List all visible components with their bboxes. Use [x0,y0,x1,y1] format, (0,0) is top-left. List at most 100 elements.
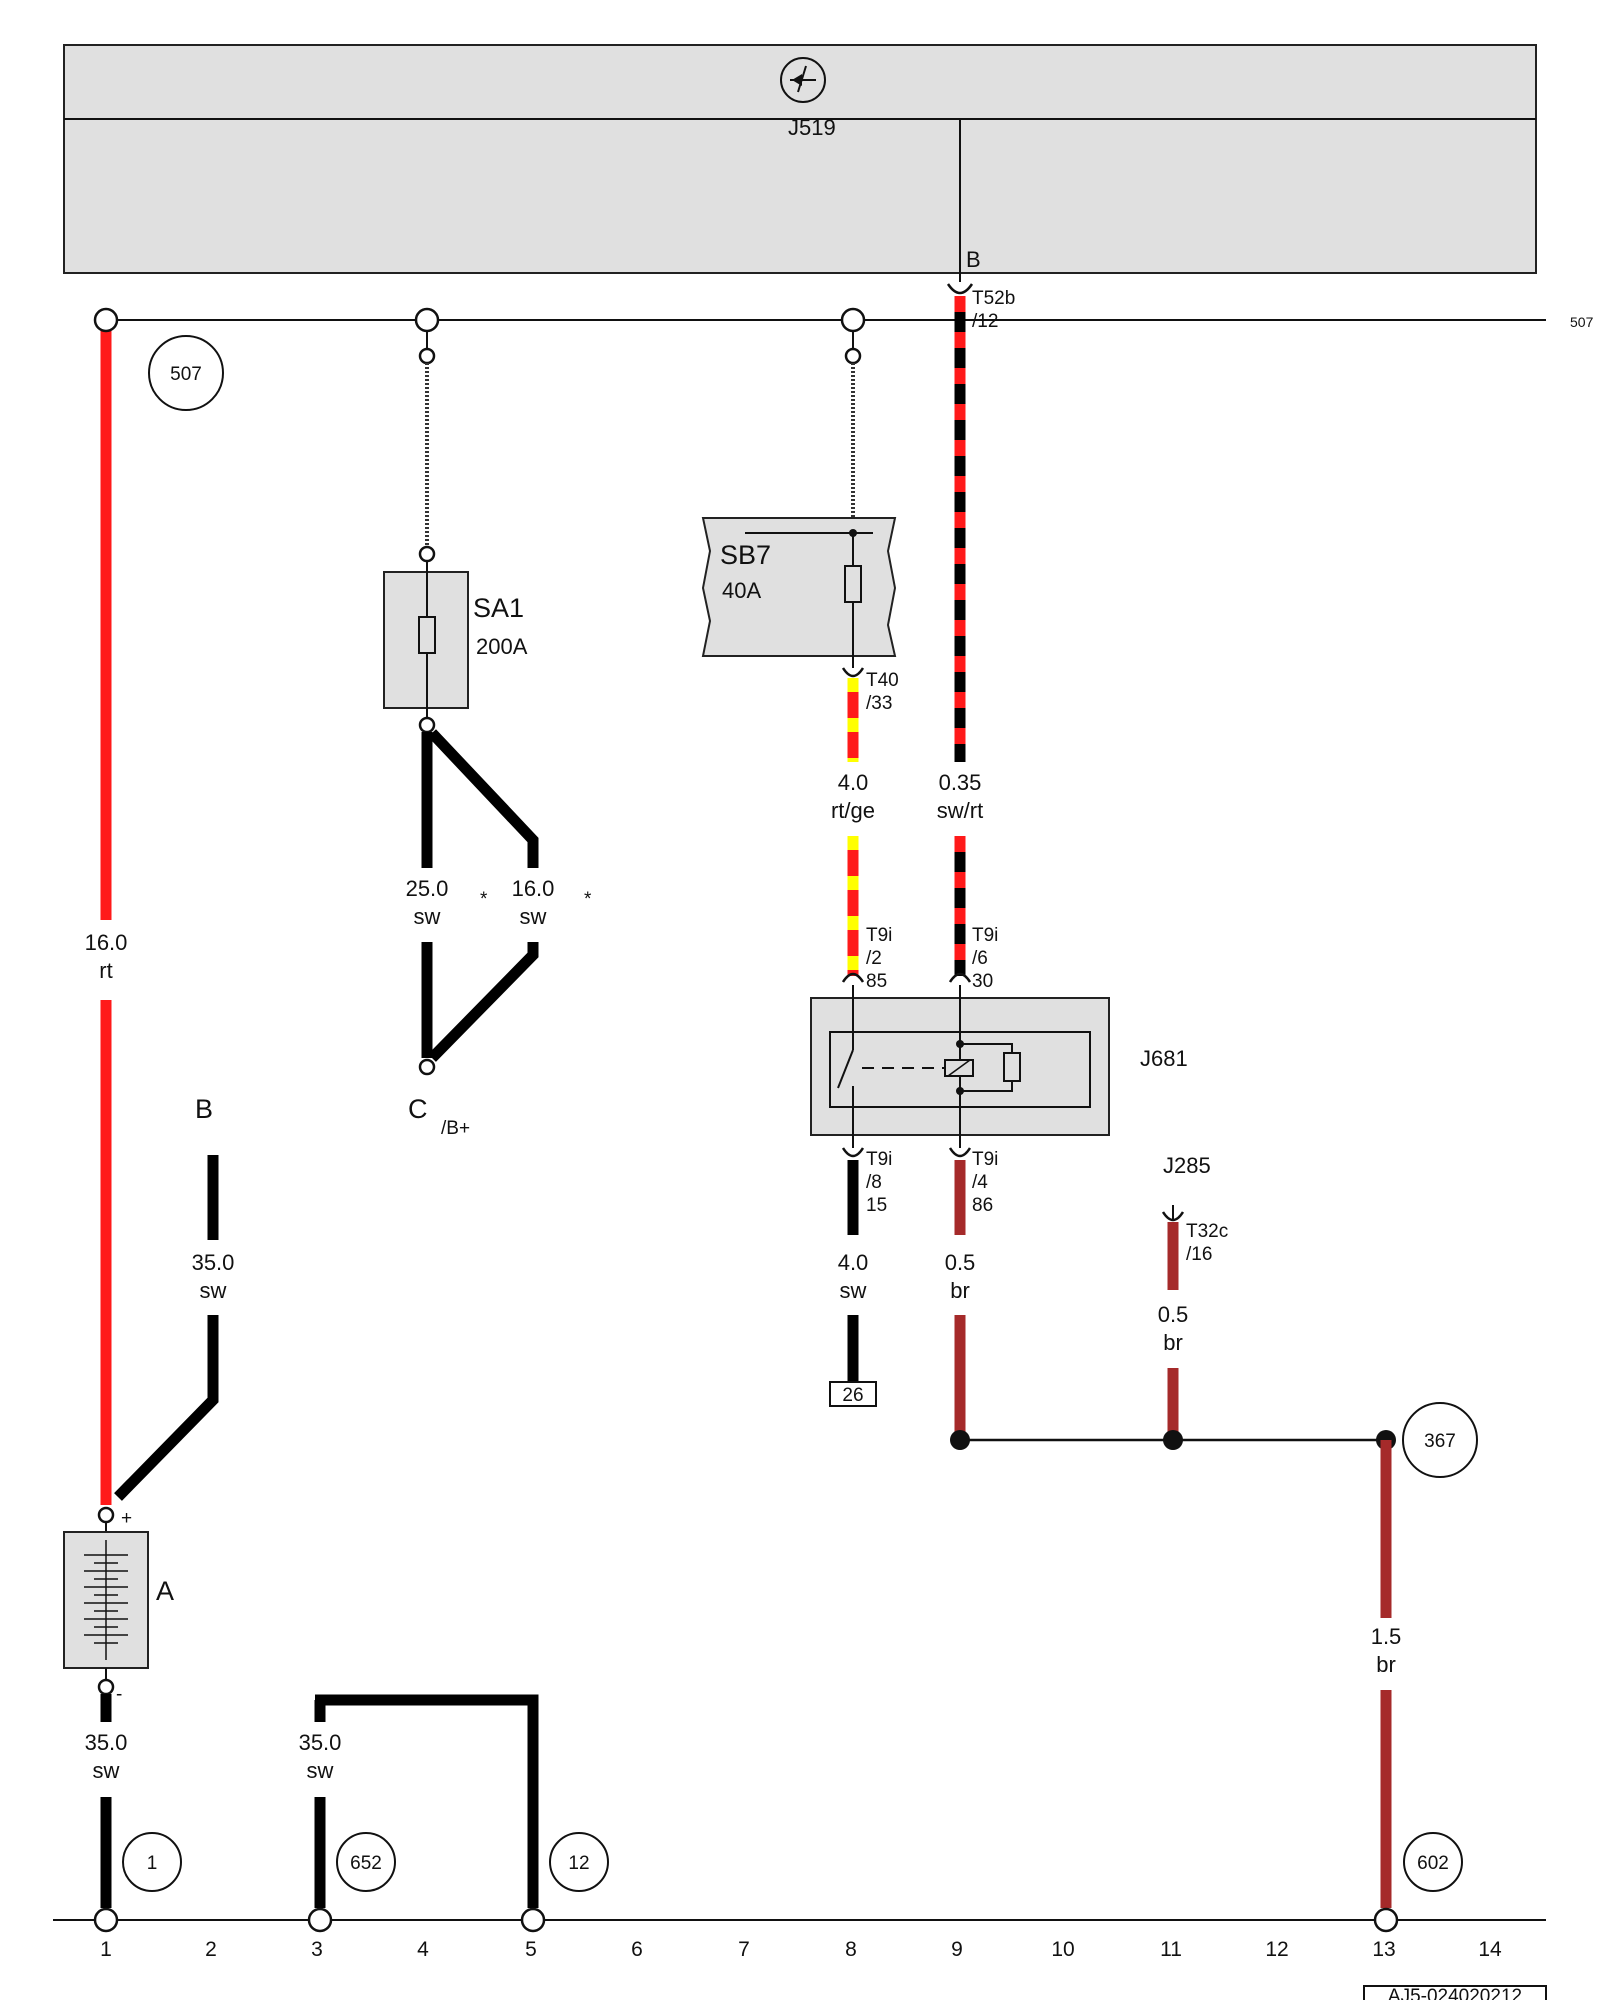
terminal-box-26 [829,1381,877,1407]
wire-05br-a-size: 0.5 [945,1250,976,1275]
connector-t9i-4-term: 86 [972,1195,993,1216]
wire-05br-b-size: 0.5 [1158,1302,1189,1327]
bus-507-label: 507 [1570,314,1594,330]
wire-25sw-color: sw [414,904,441,929]
wire-25sw-mark: * [480,889,488,910]
terminal-box-26-label: 26 [842,1385,863,1406]
wire-05br-a-color: br [950,1278,970,1303]
wire-16sw-size: 16.0 [512,876,555,901]
battery-minus: - [116,1684,122,1705]
connector-t9i-6-name: T9i [972,925,998,946]
wire-035swrt-size: 0.35 [939,770,982,795]
wire-15br-size: 1.5 [1371,1624,1402,1649]
fuse-sa1-name: SA1 [473,593,524,623]
terminal-c-sub: /B+ [441,1118,470,1139]
grid-number: 1 [100,1938,112,1961]
connector-t9i-8-pin: /8 [866,1172,882,1193]
grid-number: 4 [417,1938,429,1961]
control-unit-connector: B [966,247,981,272]
terminal-c-label: C [408,1094,428,1124]
connector-t52b-name: T52b [972,288,1015,309]
connector-t9i-8-name: T9i [866,1149,892,1170]
connector-t9i-4-name: T9i [972,1149,998,1170]
ref-circle-602-label: 602 [1417,1853,1449,1874]
wire-35swB-color: sw [200,1278,227,1303]
terminal-c-node [418,1058,436,1076]
grid-number: 11 [1160,1938,1182,1961]
connector-t9i-8-icon [841,1147,865,1158]
wire-35swBat-size: 35.0 [85,1730,128,1755]
wire-16rt-size: 16.0 [85,930,128,955]
ref-circle-507-label: 507 [170,364,202,385]
grid-number: 12 [1265,1938,1288,1961]
grid-number: 7 [738,1938,750,1961]
grid-number: 13 [1372,1938,1395,1961]
grid-number: 6 [631,1938,643,1961]
wire-16sw-mark: * [584,889,592,910]
grid-number: 14 [1478,1938,1502,1961]
fuse-sb7-icon [844,565,862,603]
connector-t9i-2-term: 85 [866,971,887,992]
wire-25sw-size: 25.0 [406,876,449,901]
control-unit-symbol-icon [780,57,826,103]
bus-node-col3 [414,307,440,333]
ref-circle-652 [336,1832,396,1892]
wire-4sw-size: 4.0 [838,1250,869,1275]
grid-number: 8 [845,1938,857,1961]
connector-t9i-4-icon [948,1147,972,1158]
connector-t9i-6-term: 30 [972,971,993,992]
fuse-sa1-icon [418,616,436,654]
connector-t9i-8-term: 15 [866,1195,887,1216]
connector-t40-pin: /33 [866,693,892,714]
ref-circle-652-label: 652 [350,1853,382,1874]
wire-16sw-color: sw [520,904,547,929]
connector-t9i-2-name: T9i [866,925,892,946]
terminal-b-label: B [195,1094,213,1124]
fuse-sa1-rating: 200A [476,634,528,659]
connector-t9i-6-pin: /6 [972,948,988,969]
bus-node-col1 [93,307,119,333]
wire-4rtge-size: 4.0 [838,770,869,795]
relay-name: J681 [1140,1046,1188,1071]
wire-05br-b-color: br [1163,1330,1183,1355]
ref-circle-1-label: 1 [147,1853,158,1874]
wire-35sw3-color: sw [307,1758,334,1783]
doc-id: AJ5-024020212 [1388,1986,1522,2000]
battery-cells-icon [84,1540,128,1660]
connector-t32c-name: T32c [1186,1221,1228,1242]
wire-4rtge-color: rt/ge [831,798,875,823]
j285-name: J285 [1163,1153,1211,1178]
ref-circle-507 [148,335,224,411]
relay-resistor-icon [1003,1052,1021,1082]
ref-circle-602 [1403,1832,1463,1892]
connector-t9i-2-icon [841,972,865,983]
grid-number: 9 [951,1938,963,1961]
fuse-sb7-rating: 40A [722,578,761,603]
ref-circle-367 [1402,1402,1478,1478]
connector-t52b-pin: /12 [972,311,998,332]
wire-35swBat-color: sw [93,1758,120,1783]
connector-t9i-2-pin: /2 [866,948,882,969]
battery-plus: + [121,1508,132,1529]
doc-id-box [1363,1985,1547,2000]
grid-numbers: 1 2 3 4 5 6 7 8 9 10 11 12 13 14 [100,1938,1502,1961]
wire-4sw-color: sw [840,1278,867,1303]
battery-name: A [156,1576,174,1606]
wire-35swB-size: 35.0 [192,1250,235,1275]
wire-15br-color: br [1376,1652,1396,1677]
bus-node-col8 [840,307,866,333]
control-unit-name: J519 [788,115,836,140]
connector-t32c-pin: /16 [1186,1244,1212,1265]
connector-t9i-4-pin: /4 [972,1172,988,1193]
connector-t9i-6-icon [948,972,972,983]
connector-t40-name: T40 [866,670,899,691]
wire-35sw3-size: 35.0 [299,1730,342,1755]
wire-16rt-color: rt [99,958,112,983]
grid-number: 3 [311,1938,323,1961]
fuse-sb7-name: SB7 [720,540,771,570]
fuse-sb7-box [701,517,897,657]
grid-number: 2 [205,1938,217,1961]
connector-t40-icon [841,667,865,678]
grid-number: 10 [1051,1938,1074,1961]
